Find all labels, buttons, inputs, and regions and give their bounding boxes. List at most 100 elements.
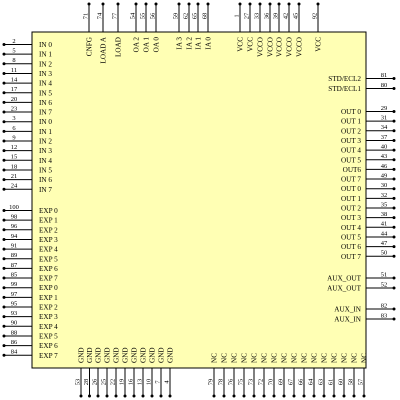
top-pin-dot (206, 2, 210, 6)
left-pin-number: 9 (12, 134, 15, 141)
bottom-pin-number: 67 (287, 378, 294, 385)
bottom-signal-label: NC (301, 353, 309, 363)
right-signal-label: OUT 7 (341, 253, 361, 261)
top-signal-label: CNFG (86, 37, 94, 56)
right-pin-number: 46 (381, 163, 388, 170)
left-pin-dot (2, 91, 6, 95)
left-pin-dot (2, 187, 6, 191)
right-signal-label: OUT 2 (341, 127, 361, 135)
right-signal-label: OUT 0 (341, 185, 361, 193)
left-pin-number: 6 (12, 125, 16, 132)
left-pin-number: 94 (11, 233, 18, 240)
left-pin-number: 89 (11, 252, 18, 259)
bottom-pin-dot (222, 394, 226, 398)
top-pin-number: 65 (191, 13, 198, 20)
right-signal-label: OUT 3 (341, 214, 361, 222)
left-signal-label: EXP 2 (39, 304, 58, 312)
bottom-pin-number: 22 (109, 379, 116, 386)
bottom-pin-dot (232, 394, 236, 398)
left-signal-label: EXP 6 (39, 342, 58, 350)
top-signal-label: VCCO (286, 37, 294, 57)
top-pin-number: 74 (96, 12, 103, 19)
bottom-pin-number: 57 (357, 378, 364, 385)
left-pin-number: 88 (11, 329, 18, 336)
left-pin-number: 90 (11, 320, 18, 327)
left-signal-label: EXP 5 (39, 332, 58, 340)
right-signal-label: OUT 1 (341, 118, 361, 126)
top-pin-dot (101, 2, 105, 6)
left-pin-dot (2, 305, 6, 309)
bottom-pin-number: 61 (327, 379, 334, 386)
top-pin-dot (316, 2, 320, 6)
left-signal-label: IN 4 (39, 80, 52, 88)
left-signal-label: IN 6 (39, 176, 52, 184)
bottom-pin-dot (88, 394, 91, 398)
left-pin: 88 EXP 5 (2, 329, 58, 340)
bottom-signal-label: NC (311, 353, 319, 363)
right-pin-number: 51 (381, 271, 388, 278)
bottom-pin-dot (132, 394, 136, 398)
bottom-signal-label: GND (131, 347, 139, 363)
right-pin-number: 43 (381, 153, 388, 160)
left-signal-label: IN 5 (39, 89, 52, 97)
left-pin-number: 2 (12, 38, 15, 45)
left-pin-number: 96 (11, 223, 18, 230)
left-pin-dot (2, 324, 6, 328)
right-pin-number: 83 (381, 312, 388, 319)
left-pin-dot (2, 129, 6, 133)
left-pin-number: 5 (12, 48, 15, 55)
bottom-pin-dot (342, 394, 346, 398)
bottom-pin-dot (352, 394, 356, 398)
bottom-pin-dot (114, 394, 118, 398)
bottom-signal-label: NC (271, 353, 279, 363)
left-pin-dot (2, 276, 6, 280)
top-pin-dot (277, 2, 281, 6)
bottom-signal-label: GND (104, 347, 112, 363)
bottom-signal-label: GND (113, 347, 121, 363)
left-pin-dot (2, 81, 6, 85)
bottom-pin-number: 72 (257, 379, 264, 386)
bottom-pin-dot (252, 394, 256, 398)
bottom-pin-number: 19 (118, 379, 125, 386)
bottom-pin-number: 73 (247, 379, 254, 386)
left-pin-dot (2, 62, 6, 66)
left-pin-number: 18 (11, 163, 18, 170)
left-signal-label: IN 0 (39, 118, 52, 126)
left-pin-dot (2, 237, 6, 241)
right-signal-label: AUX_OUT (327, 285, 362, 293)
right-pin-dot (392, 167, 396, 171)
right-signal-label: AUX_IN (334, 316, 362, 324)
bottom-signal-label: NC (321, 353, 329, 363)
left-pin-number: 3 (12, 115, 15, 122)
right-pin-dot (392, 138, 396, 142)
bottom-pin: 22 GND (109, 347, 121, 398)
bottom-pin-number: 79 (207, 379, 214, 386)
bottom-signal-label: NC (341, 353, 349, 363)
right-signal-label: AUX_OUT (327, 275, 362, 283)
bottom-pin-dot (282, 394, 286, 398)
left-pin-number: 20 (11, 96, 18, 103)
right-pin-dot (392, 158, 396, 162)
